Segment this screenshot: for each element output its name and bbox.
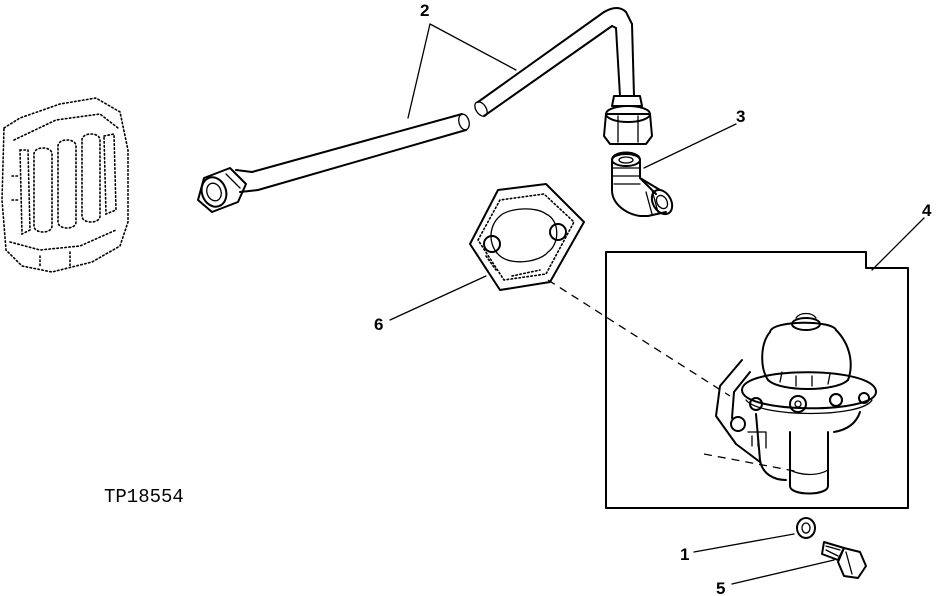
leader-lines (389, 23, 925, 585)
fuel-pump-frame (605, 251, 909, 509)
callout-5: 5 (716, 579, 725, 596)
callout-3: 3 (736, 107, 745, 126)
callout-6: 6 (374, 315, 383, 334)
gasket-icon (469, 183, 585, 291)
callout-2: 2 (420, 1, 429, 20)
callout-4: 4 (922, 201, 932, 220)
alignment-line (703, 453, 801, 473)
fuel-line-icon (197, 7, 653, 213)
figure-id: TP18554 (104, 486, 184, 508)
cap-screw-icon (821, 541, 867, 579)
fuel-pump-icon (715, 312, 877, 495)
callout-1: 1 (680, 545, 689, 564)
elbow-fitting-icon (611, 151, 674, 217)
washer-icon (796, 517, 816, 539)
engine-block-icon (1, 97, 129, 273)
alignment-line (547, 279, 731, 397)
